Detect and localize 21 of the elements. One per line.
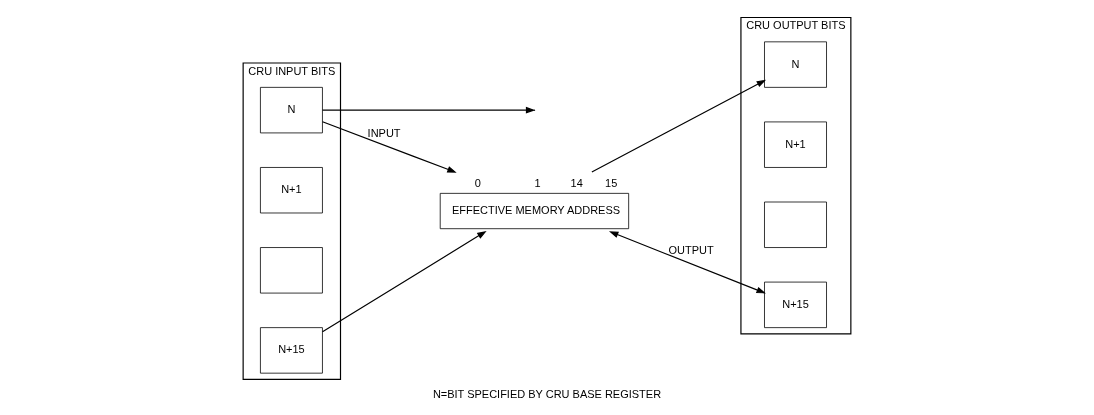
arrow <box>321 106 536 114</box>
node-label: 1 <box>534 177 541 190</box>
node-box <box>764 201 827 248</box>
edge-label: OUTPUT <box>668 243 714 256</box>
node-box: N+15 <box>764 281 827 329</box>
node-label: 14 <box>570 177 583 190</box>
node-box: EFFECTIVE MEMORY ADDRESS <box>439 192 630 230</box>
node-box: N <box>260 86 323 134</box>
edge-label: INPUT <box>367 126 401 139</box>
caption: N=BIT SPECIFIED BY CRU BASE REGISTER <box>432 387 662 400</box>
arrow <box>608 231 766 294</box>
node-box <box>260 247 323 294</box>
arrow <box>321 121 457 173</box>
node-label: 15 <box>605 177 618 190</box>
node-box: N+1 <box>260 167 323 214</box>
node-box: N+15 <box>260 327 323 374</box>
node-box: N <box>764 41 827 88</box>
arrow <box>591 79 767 173</box>
node-label: 0 <box>474 177 481 190</box>
arrow <box>321 230 487 333</box>
node-box: N+1 <box>764 121 827 168</box>
